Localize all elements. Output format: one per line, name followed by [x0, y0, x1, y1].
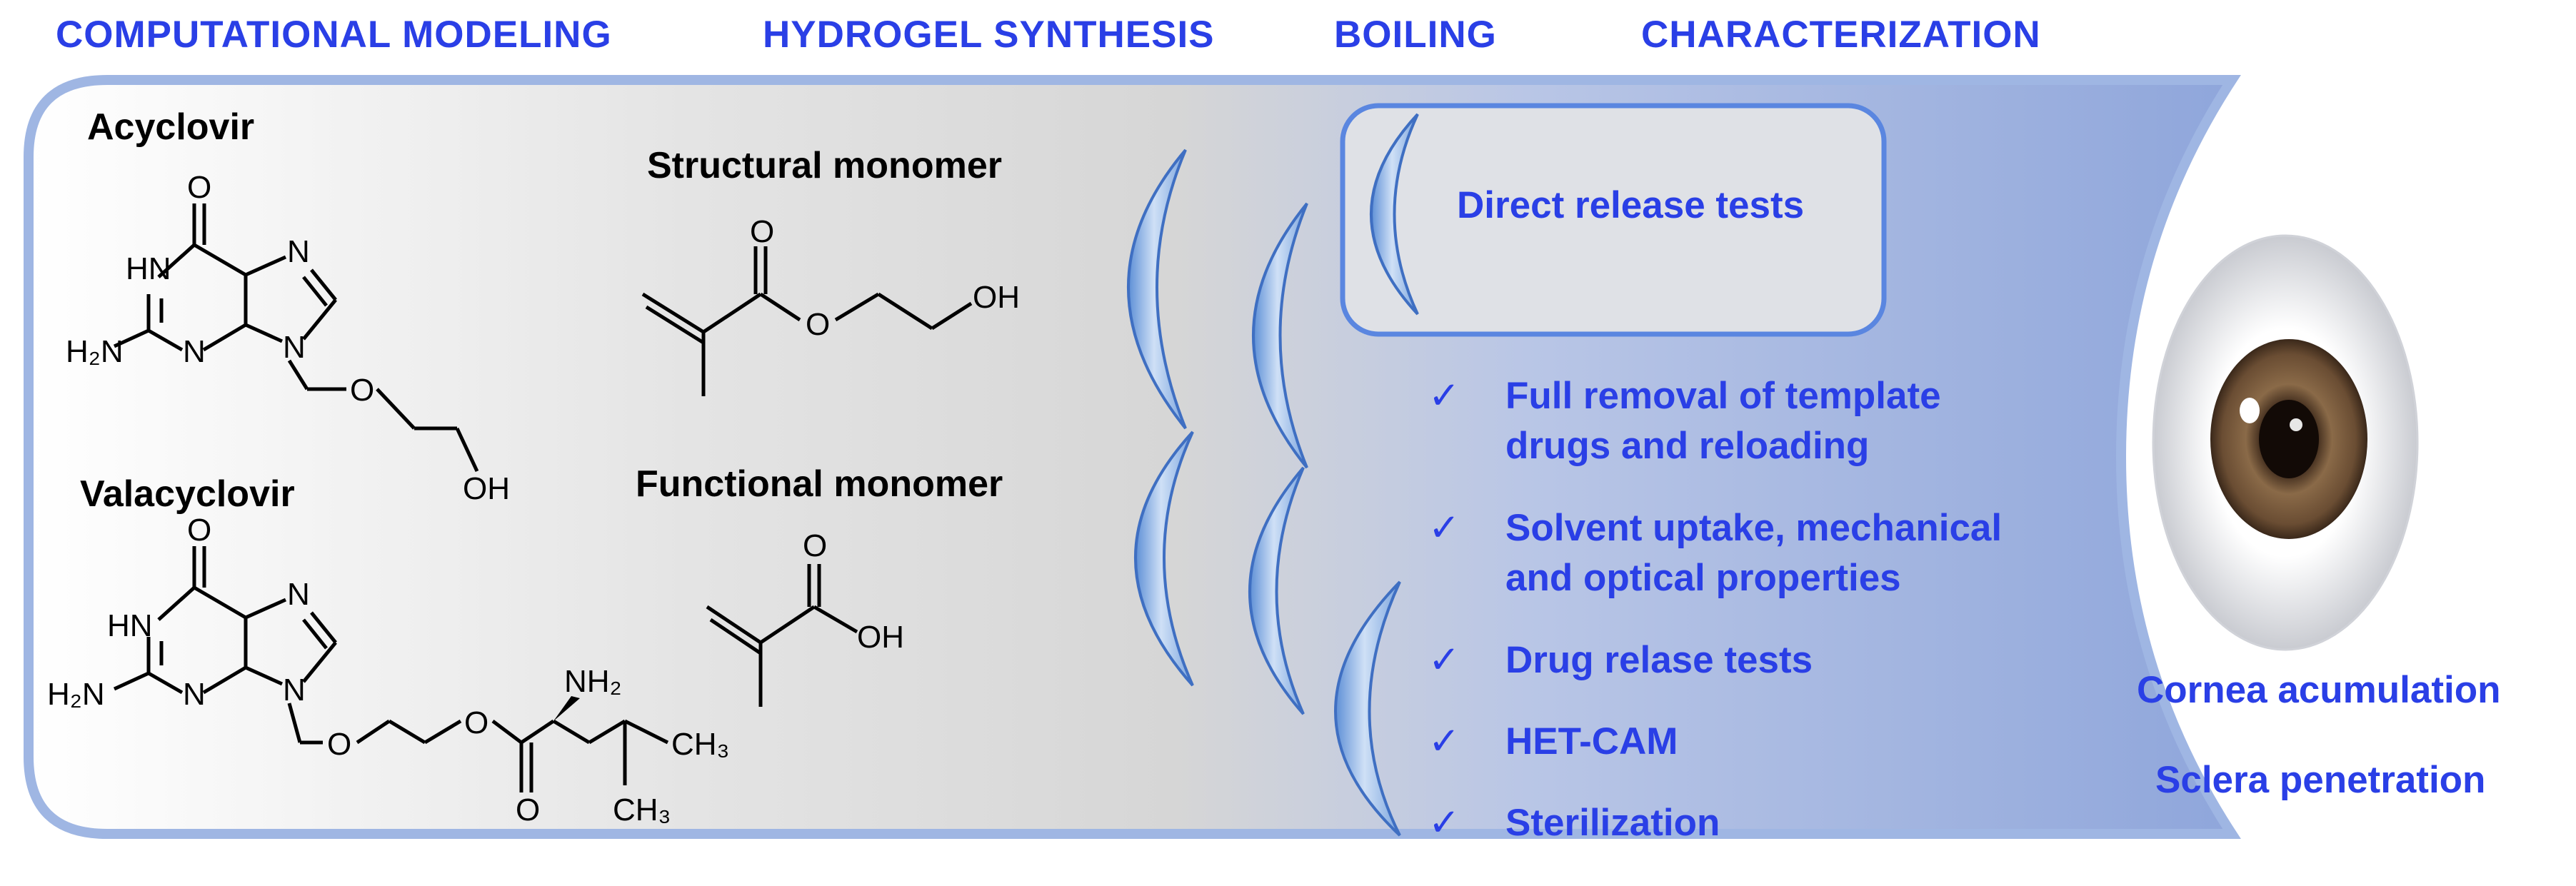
atom-label: HN: [107, 608, 153, 643]
acyclovir-title: Acyclovir: [87, 106, 255, 148]
atom-label: N: [283, 673, 306, 708]
atom-label: O: [327, 727, 352, 762]
checklist-line: Sterilization: [1505, 802, 1720, 844]
atom-label: CH₃: [613, 792, 671, 827]
valacyclovir-structure: [113, 546, 669, 792]
lens-icon: [1134, 431, 1194, 687]
maa-structure: [706, 564, 858, 707]
atom-label: O: [516, 792, 541, 827]
direct-release-label: Direct release tests: [1457, 184, 1805, 226]
functional-monomer-title: Functional monomer: [636, 463, 1003, 505]
atom-label: N: [287, 234, 310, 269]
atom-label: OH: [463, 471, 510, 506]
atom-label: H₂N: [47, 677, 105, 712]
cornea-label: Cornea acumulation: [2137, 669, 2501, 711]
atom-label: O: [750, 214, 775, 249]
acyclovir-structure: [113, 203, 479, 473]
sclera-label: Sclera penetration: [2155, 759, 2486, 801]
check-icon: ✓: [1428, 639, 1460, 681]
lens-icon: [1252, 202, 1308, 469]
lens-icon: [1370, 113, 1419, 316]
check-icon: ✓: [1428, 375, 1460, 417]
atom-label: O: [187, 513, 212, 548]
atom-label: H₂N: [66, 334, 124, 369]
atom-label: O: [464, 705, 489, 740]
check-icon: ✓: [1428, 720, 1460, 762]
atom-label: HN: [126, 251, 171, 286]
checklist-line: and optical properties: [1505, 557, 1901, 599]
atom-label: NH₂: [564, 664, 622, 699]
atom-label: O: [187, 170, 212, 205]
check-icon: ✓: [1428, 802, 1460, 844]
hema-structure: [641, 246, 973, 396]
direct-release-box: [1340, 103, 1887, 337]
lens-icon: [1248, 466, 1305, 715]
atom-label: N: [287, 577, 310, 612]
stage-computational-modeling: COMPUTATIONAL MODELING: [56, 14, 612, 56]
valacyclovir-title: Valacyclovir: [80, 473, 295, 515]
checklist-line: drugs and reloading: [1505, 425, 1870, 467]
checklist-line: Drug relase tests: [1505, 639, 1813, 681]
structural-monomer-title: Structural monomer: [647, 145, 1002, 186]
stage-characterization: CHARACTERIZATION: [1641, 14, 2041, 56]
stage-boiling: BOILING: [1334, 14, 1497, 56]
atom-label: O: [806, 307, 831, 342]
checklist-line: HET-CAM: [1505, 720, 1678, 762]
eye-icon: [2152, 234, 2419, 651]
check-icon: ✓: [1428, 507, 1460, 549]
atom-label: O: [350, 373, 375, 408]
lens-icon: [1334, 580, 1401, 837]
atom-label: OH: [857, 620, 904, 655]
atom-label: CH₃: [671, 727, 730, 762]
atom-label: O: [803, 528, 828, 563]
atom-label: N: [283, 330, 306, 365]
atom-label: N: [183, 334, 206, 369]
stage-hydrogel-synthesis: HYDROGEL SYNTHESIS: [763, 14, 1215, 56]
checklist-line: Solvent uptake, mechanical: [1505, 507, 2003, 549]
atom-label: N: [183, 677, 206, 712]
lens-icon: [1127, 148, 1187, 430]
checklist-line: Full removal of template: [1505, 375, 1941, 417]
wedge-bond: [553, 696, 580, 721]
atom-label: OH: [973, 280, 1020, 315]
